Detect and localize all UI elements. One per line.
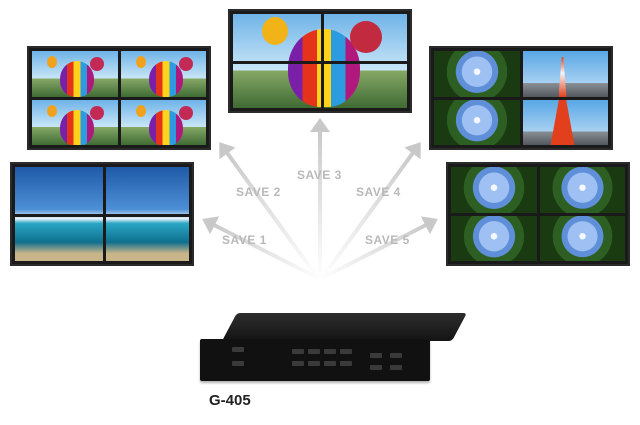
save-2-label: SAVE 2 — [236, 185, 281, 199]
screen-balloon-3 — [32, 99, 118, 145]
screen-flower-2 — [434, 99, 520, 145]
screen-balloon-2 — [120, 51, 206, 97]
screen-tower-2 — [522, 99, 608, 145]
screen-flower-q4 — [539, 215, 625, 261]
device-model-label: G-405 — [209, 392, 251, 409]
balloon-image — [288, 29, 360, 107]
save-3-label: SAVE 3 — [297, 168, 342, 182]
screen-flower-q1 — [451, 167, 537, 213]
wall-preset-balloon-full — [228, 9, 412, 113]
arrow-save-3 — [318, 128, 322, 278]
screen-balloon-1 — [32, 51, 118, 97]
save-1-label: SAVE 1 — [222, 233, 267, 247]
device-top-panel — [222, 313, 467, 341]
wall-preset-ocean — [10, 162, 194, 266]
screen-flower-q2 — [539, 167, 625, 213]
screen-balloon-4 — [120, 99, 206, 145]
screen-tower-1 — [522, 51, 608, 97]
arrow-save-5 — [321, 221, 430, 280]
wall-preset-flower-quad — [446, 162, 630, 266]
wall-preset-balloon-quad — [27, 46, 211, 150]
screen-flower-1 — [434, 51, 520, 97]
save-5-label: SAVE 5 — [365, 233, 410, 247]
save-4-label: SAVE 4 — [356, 185, 401, 199]
device-front-panel — [200, 339, 430, 381]
arrow-save-1 — [210, 221, 319, 280]
screen-flower-q3 — [451, 215, 537, 261]
wall-preset-flower-tower — [429, 46, 613, 150]
controller-device — [200, 313, 467, 395]
